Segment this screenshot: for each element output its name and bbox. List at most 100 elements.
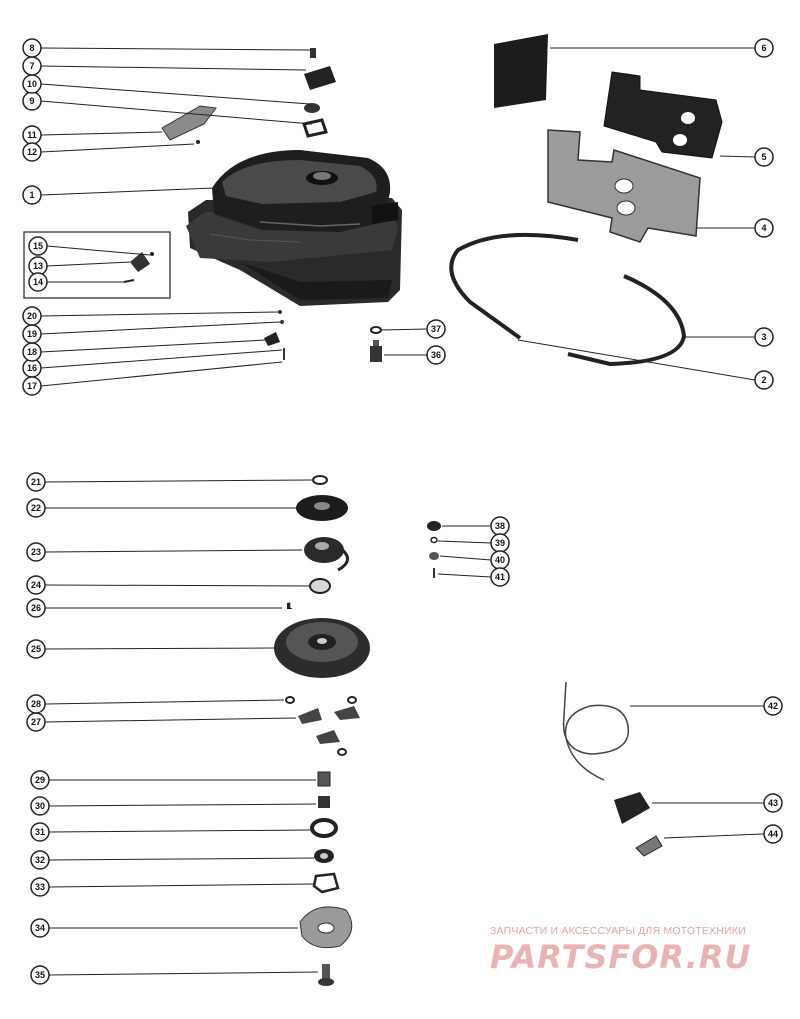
- leader-line-16: [40, 349, 283, 369]
- callout-44: 44: [663, 824, 783, 844]
- callout-label-9: 9: [29, 96, 34, 106]
- callout-38: 38: [442, 516, 510, 536]
- callout-label-20: 20: [27, 311, 37, 321]
- callout-bubble-26: [26, 598, 46, 618]
- part-1-cover-housing: [186, 150, 402, 306]
- leader-line-35: [48, 971, 319, 976]
- callout-bubble-35: [30, 965, 50, 985]
- leader-line-28: [44, 699, 285, 705]
- callout-bubble-17: [22, 376, 42, 396]
- part-43-44-clips: [614, 792, 663, 857]
- callout-3: 3: [684, 327, 774, 347]
- callout-bubble-32: [30, 850, 50, 870]
- callout-label-44: 44: [768, 829, 778, 839]
- callout-bubble-42: [763, 696, 783, 716]
- callout-label-34: 34: [35, 923, 45, 933]
- callout-bubble-41: [490, 567, 510, 587]
- callout-label-11: 11: [27, 130, 37, 140]
- callout-28: 28: [26, 694, 285, 714]
- part-42-cable: [562, 681, 630, 781]
- callout-label-31: 31: [35, 827, 45, 837]
- leader-line-33: [48, 883, 315, 888]
- callout-8: 8: [22, 38, 311, 58]
- watermark-caption: ЗАПЧАСТИ И АКСЕССУАРЫ ДЛЯ МОТОТЕХНИКИ: [490, 925, 746, 937]
- callout-bubble-37: [426, 319, 446, 339]
- callout-19: 19: [22, 321, 281, 344]
- callout-bubble-3: [754, 327, 774, 347]
- callout-label-22: 22: [31, 503, 41, 513]
- callout-25: 25: [26, 639, 275, 659]
- leader-line-7: [40, 65, 307, 71]
- leader-line-8: [40, 47, 311, 51]
- leader-line-32: [48, 857, 315, 861]
- callout-label-27: 27: [31, 717, 41, 727]
- callout-bubble-33: [30, 877, 50, 897]
- leader-line-13: [46, 261, 131, 267]
- callout-43: 43: [652, 793, 783, 813]
- callout-bubble-20: [22, 306, 42, 326]
- callout-label-12: 12: [27, 147, 37, 157]
- callout-31: 31: [30, 822, 313, 842]
- callout-12: 12: [22, 142, 195, 162]
- callout-label-1: 1: [29, 190, 34, 200]
- callout-29: 29: [30, 770, 316, 790]
- callout-bubble-8: [22, 38, 42, 58]
- callout-bubble-29: [30, 770, 50, 790]
- callout-label-33: 33: [35, 882, 45, 892]
- leader-line-39: [437, 540, 492, 544]
- leader-line-31: [48, 829, 313, 833]
- callout-bubble-36: [426, 345, 446, 365]
- callout-39: 39: [437, 533, 510, 553]
- leader-line-1: [40, 187, 215, 196]
- callout-41: 41: [437, 567, 510, 587]
- callout-label-7: 7: [29, 61, 34, 71]
- callout-label-18: 18: [27, 347, 37, 357]
- leader-line-2: [517, 339, 756, 381]
- leader-line-20: [40, 311, 279, 317]
- callout-11: 11: [22, 125, 163, 145]
- callout-1: 1: [22, 185, 215, 205]
- callout-33: 33: [30, 877, 315, 897]
- callout-label-39: 39: [495, 538, 505, 548]
- leader-line-30: [48, 803, 317, 807]
- callout-16: 16: [22, 349, 283, 378]
- callout-label-14: 14: [33, 277, 43, 287]
- callout-10: 10: [22, 74, 311, 105]
- callout-label-6: 6: [761, 43, 766, 53]
- callout-30: 30: [30, 796, 317, 816]
- callout-27: 27: [26, 712, 297, 732]
- callout-2: 2: [517, 339, 774, 390]
- callout-bubble-2: [754, 370, 774, 390]
- callout-label-3: 3: [761, 332, 766, 342]
- callout-14: 14: [28, 272, 124, 292]
- callout-13: 13: [28, 256, 131, 276]
- callout-6: 6: [550, 38, 774, 58]
- leader-line-27: [44, 717, 297, 723]
- part-6-sheet-pad: [494, 34, 548, 108]
- part-5-gasket-dark: [603, 71, 723, 159]
- callout-label-15: 15: [33, 241, 43, 251]
- leader-line-23: [44, 549, 303, 553]
- callout-label-13: 13: [33, 261, 43, 271]
- callout-bubble-24: [26, 575, 46, 595]
- callout-37: 37: [381, 319, 446, 339]
- callout-bubble-23: [26, 542, 46, 562]
- callout-21: 21: [26, 472, 313, 492]
- callout-7: 7: [22, 56, 307, 76]
- part-36-37-plug: [370, 326, 382, 362]
- part-16-20-small-fasteners: [264, 310, 285, 360]
- callout-bubble-34: [30, 918, 50, 938]
- callout-label-41: 41: [495, 572, 505, 582]
- part-7-10-top-fittings: [302, 48, 336, 138]
- callout-label-21: 21: [31, 477, 41, 487]
- part-13-15-inset-box: [23, 231, 171, 299]
- callout-bubble-22: [26, 498, 46, 518]
- leader-line-25: [44, 647, 275, 650]
- callout-20: 20: [22, 306, 279, 326]
- callout-9: 9: [22, 91, 313, 125]
- callout-label-23: 23: [31, 547, 41, 557]
- part-4-gasket-plate: [547, 129, 701, 243]
- leader-line-17: [40, 361, 283, 387]
- callout-bubble-21: [26, 472, 46, 492]
